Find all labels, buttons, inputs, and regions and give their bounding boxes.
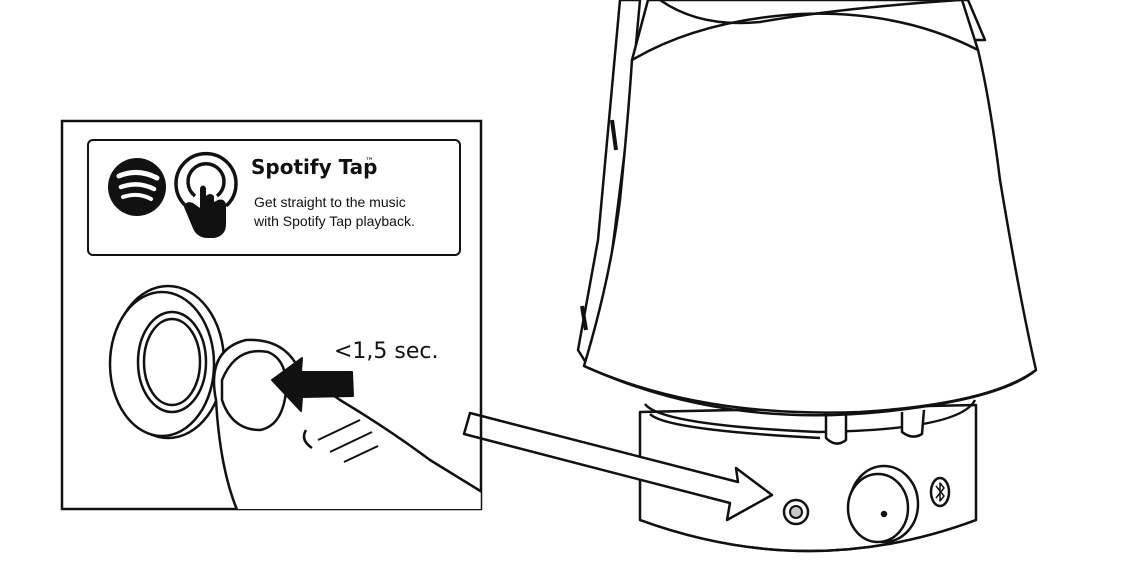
lamp-shade	[582, 0, 1038, 417]
press-duration-label: <1,5 sec.	[334, 339, 439, 364]
volume-knob[interactable]	[846, 464, 920, 544]
bluetooth-button[interactable]	[929, 476, 951, 508]
lamp-speaker	[576, 0, 1038, 553]
base-controls	[782, 464, 951, 544]
pointer-arrow	[462, 411, 774, 522]
brand-title: Spotify Tap	[251, 155, 377, 179]
finger	[212, 338, 481, 509]
tap-gesture-icon	[174, 151, 238, 238]
closeup-button	[108, 284, 226, 440]
description-line-1: Get straight to the music	[254, 194, 406, 210]
bluetooth-icon	[935, 482, 945, 502]
description-line-2: with Spotify Tap playback.	[253, 213, 415, 229]
callout-panel: Spotify Tap ™ Get straight to the music …	[60, 119, 483, 511]
trademark-symbol: ™	[365, 157, 374, 167]
spotify-tap-card: Spotify Tap ™ Get straight to the music …	[87, 139, 461, 256]
spotify-logo-icon	[108, 158, 166, 216]
press-arrow-icon	[271, 357, 354, 412]
